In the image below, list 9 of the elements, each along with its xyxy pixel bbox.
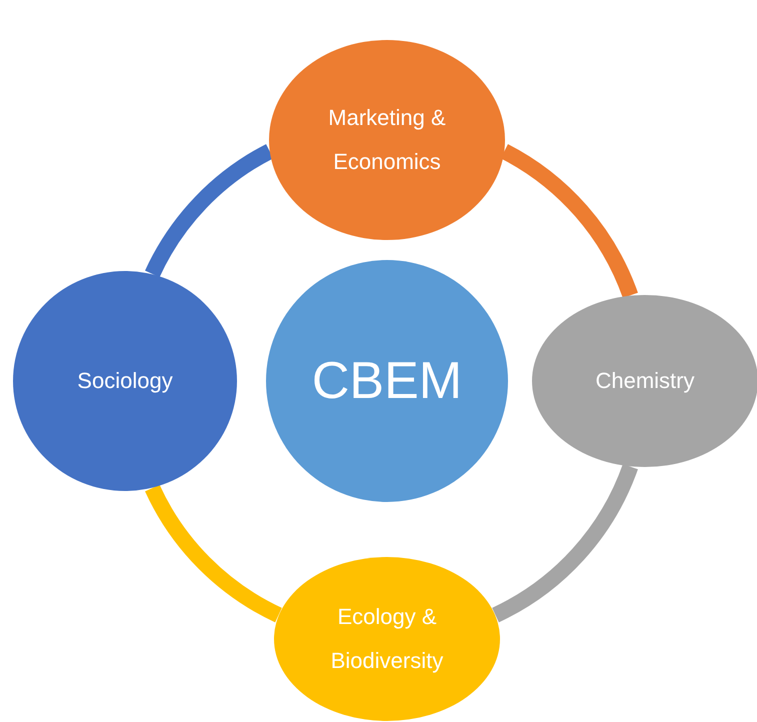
topic-label: Ecology & Biodiversity	[330, 603, 444, 675]
topic-label: Marketing & Economics	[327, 104, 447, 176]
topic-label: Sociology	[77, 367, 173, 395]
ring-arc-connector	[500, 144, 638, 299]
ring-arc-connector	[145, 144, 274, 278]
center-title: CBEM	[312, 355, 462, 407]
ring-arc-connector	[145, 484, 282, 622]
ring-arc-connector	[492, 464, 638, 622]
topic-label: Chemistry	[595, 367, 694, 395]
